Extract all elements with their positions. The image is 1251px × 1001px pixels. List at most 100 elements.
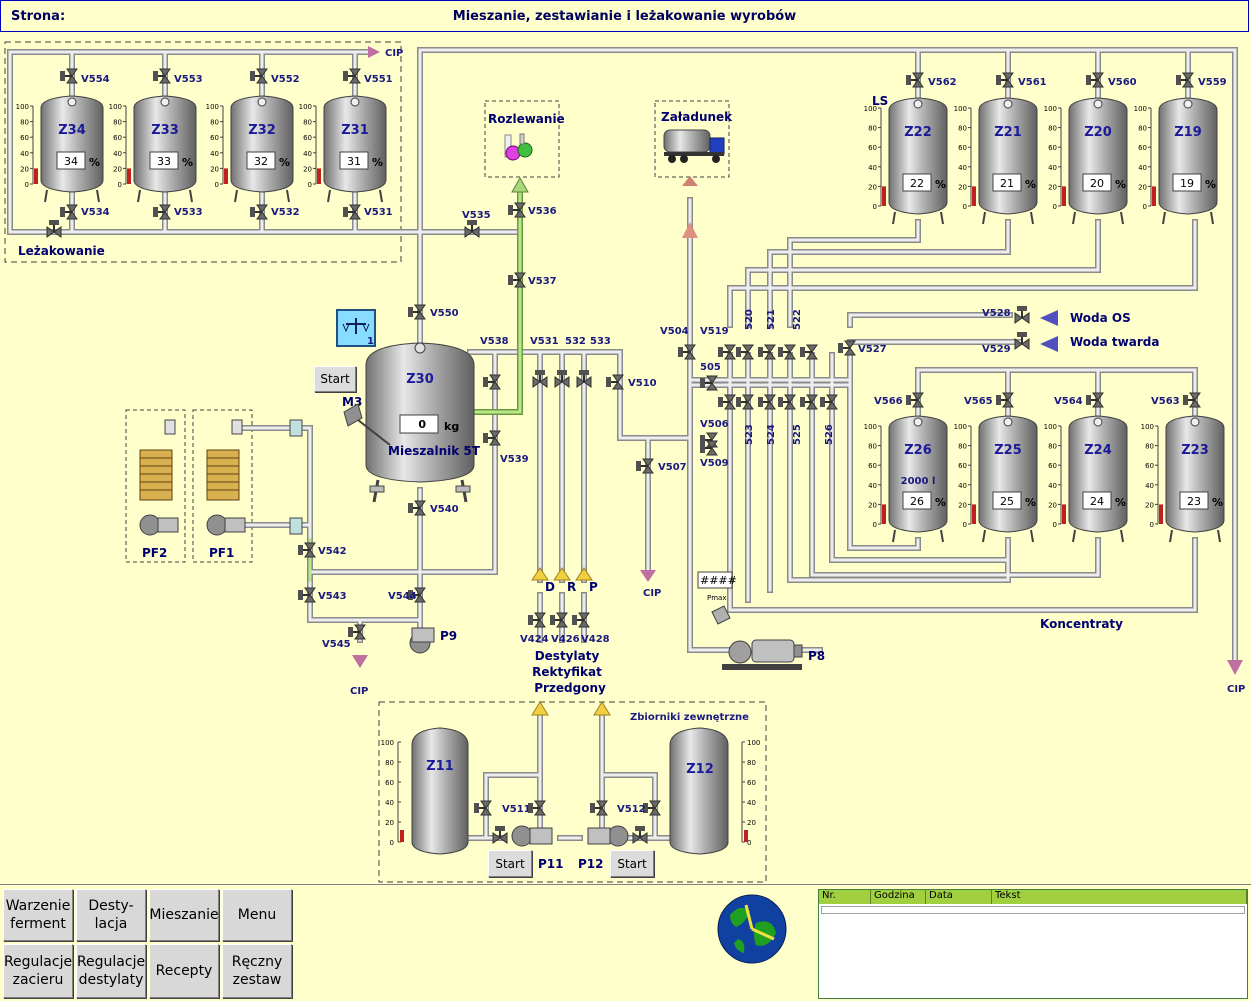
valve-v561[interactable] — [996, 72, 1014, 88]
valve-v566[interactable] — [906, 392, 924, 408]
valve-526c[interactable] — [820, 394, 838, 410]
valve-v537[interactable] — [508, 272, 526, 288]
valve-v426[interactable] — [550, 612, 568, 628]
valve-v519[interactable] — [718, 344, 736, 360]
valve-522b[interactable] — [800, 344, 818, 360]
valve-v527[interactable] — [838, 340, 856, 356]
valve-v511b[interactable] — [528, 800, 546, 816]
valve-v531-mix[interactable] — [532, 370, 548, 388]
valve-v562[interactable] — [906, 72, 924, 88]
valve-v564[interactable] — [1086, 392, 1104, 408]
valve-525[interactable] — [758, 394, 776, 410]
pump-p12-icon[interactable] — [587, 825, 629, 847]
scale-tick: 40 — [303, 150, 312, 158]
tank-level-value: 31 — [347, 155, 361, 168]
valve-v550[interactable] — [408, 304, 426, 320]
valve-524[interactable] — [736, 394, 754, 410]
alarm-list[interactable]: Nr. Godzina Data Tekst — [818, 889, 1248, 999]
valve-v539[interactable] — [483, 430, 501, 446]
valve-v511[interactable] — [474, 800, 492, 816]
valve-v545[interactable] — [348, 624, 366, 640]
valve-v507[interactable] — [636, 458, 654, 474]
filter-pf1-icon — [206, 419, 303, 536]
nav-destylacja[interactable]: Desty-lacja — [76, 889, 146, 941]
nav-recepty[interactable]: Recepty — [149, 944, 219, 998]
valve-v563[interactable] — [1183, 392, 1201, 408]
p12-start-button[interactable]: Start — [610, 850, 654, 877]
mixer-tank-z30[interactable]: 0 kg Z30 Mieszalnik 5T — [365, 342, 481, 503]
valve-v538[interactable] — [483, 374, 501, 390]
valve-v533[interactable] — [576, 370, 592, 388]
tank-z11[interactable]: Z11 — [411, 727, 469, 855]
valve-v551[interactable] — [343, 68, 361, 84]
valve-v424[interactable] — [528, 612, 546, 628]
nav-regulacje-zacieru[interactable]: Regulacje zacieru — [3, 944, 73, 998]
scale-icon[interactable]: 1 — [336, 309, 376, 347]
valve-v535[interactable] — [464, 220, 480, 238]
tank-z12[interactable]: Z12 — [669, 727, 729, 855]
valve-522[interactable] — [778, 344, 796, 360]
valve-v559[interactable] — [1176, 72, 1194, 88]
valve-526b[interactable] — [800, 394, 818, 410]
valve-v533[interactable] — [153, 204, 171, 220]
valve-v534[interactable] — [60, 204, 78, 220]
valve-v560[interactable] — [1086, 72, 1104, 88]
valve-v428[interactable] — [572, 612, 590, 628]
valve-v544[interactable] — [408, 587, 426, 603]
valve-v528[interactable] — [1014, 306, 1030, 324]
valve-v532[interactable] — [250, 204, 268, 220]
valve-520[interactable] — [736, 344, 754, 360]
nav-regulacje-destylaty[interactable]: Regulacje destylaty — [76, 944, 146, 998]
valve-v554[interactable] — [60, 68, 78, 84]
nav-warzenie-ferment[interactable]: Warzenie ferment — [3, 889, 73, 941]
mixer-start-button[interactable]: Start — [314, 366, 356, 392]
valve-v552[interactable] — [250, 68, 268, 84]
valve-v529[interactable] — [1014, 332, 1030, 350]
tank-percent-sign: % — [372, 156, 383, 169]
valve-526[interactable] — [778, 394, 796, 410]
valve-v531[interactable] — [343, 204, 361, 220]
pump-p8-icon[interactable] — [722, 639, 803, 670]
valve-v542[interactable] — [298, 542, 316, 558]
group-external-tanks — [378, 701, 767, 883]
valve-v540[interactable] — [408, 500, 426, 516]
valve-lez-out[interactable] — [46, 220, 62, 238]
pump-p11-icon[interactable] — [511, 825, 553, 847]
pump-p9-icon[interactable] — [409, 627, 435, 654]
valve-v509[interactable] — [700, 440, 718, 456]
nav-mieszanie[interactable]: Mieszanie — [149, 889, 219, 941]
valve-v512[interactable] — [643, 800, 661, 816]
valve-v510[interactable] — [606, 374, 624, 390]
nav-reczny-zestaw[interactable]: Ręczny zestaw — [222, 944, 292, 998]
valve-v532[interactable] — [554, 370, 570, 388]
valve-p12-in[interactable] — [632, 826, 648, 844]
valve-523[interactable] — [718, 394, 736, 410]
scale-tick: 60 — [113, 134, 122, 142]
valve-505[interactable] — [700, 375, 718, 391]
valve-v512b[interactable] — [590, 800, 608, 816]
alarm-list-header: Nr. Godzina Data Tekst — [819, 890, 1247, 904]
mixer-weight: 0 — [418, 418, 426, 431]
valve-v536[interactable] — [508, 202, 526, 218]
p11-start-button[interactable]: Start — [488, 850, 532, 877]
valve-v504[interactable] — [678, 344, 696, 360]
valve-p11-in[interactable] — [492, 826, 508, 844]
valve-521[interactable] — [758, 344, 776, 360]
alarm-row[interactable] — [821, 906, 1245, 914]
valve-v543[interactable] — [298, 587, 316, 603]
valve-v553[interactable] — [153, 68, 171, 84]
valve-v565[interactable] — [996, 392, 1014, 408]
nav-menu[interactable]: Menu — [222, 889, 292, 941]
